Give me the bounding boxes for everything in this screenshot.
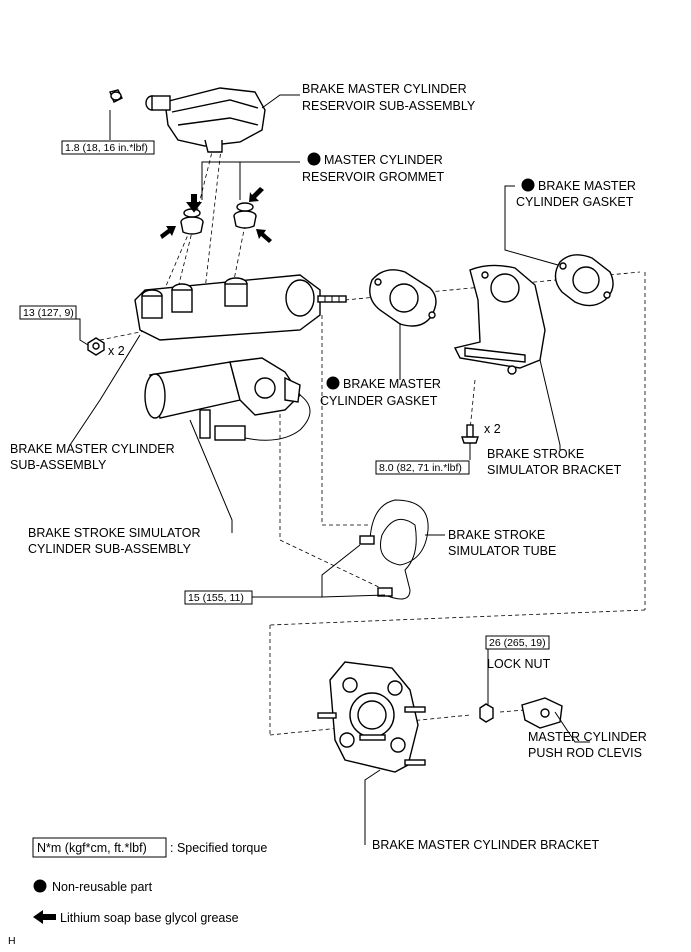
master-cylinder-sub-assembly [134,274,347,341]
grease-arrow-icon [160,187,272,243]
non-reusable-icon [521,178,535,192]
reservoir-grommet-left [180,208,204,235]
reservoir-bolt [109,89,123,103]
corner-code: H [8,935,16,947]
label-master-cyl-1: BRAKE MASTER CYLINDER [10,442,175,456]
torque-box-tube [184,590,253,605]
label-mc-bracket: BRAKE MASTER CYLINDER BRACKET [372,838,599,852]
torque-bracket: 8.0 (82, 71 in.*lbf) [379,462,462,474]
stroke-simulator-tube [359,499,429,600]
label-gasket-top-1: BRAKE MASTER [538,179,636,193]
legend-grease-arrow-icon [33,910,56,924]
bracket-bolt [461,424,479,444]
torque-box-reservoir [61,140,155,155]
label-grommet-2: RESERVOIR GROMMET [302,170,445,184]
label-gasket-top-2: CYLINDER GASKET [516,195,634,209]
label-reservoir-1: BRAKE MASTER CYLINDER [302,82,467,96]
leader-lines [69,94,590,845]
label-master-cyl-2: SUB-ASSEMBLY [10,458,107,472]
legend-torque-units: N*m (kgf*cm, ft.*lbf) [37,841,147,855]
reservoir-sub-assembly [145,87,266,153]
push-rod-clevis [521,697,563,729]
torque-mc-nut: 13 (127, 9) [23,307,74,319]
label-stroke-bracket-1: BRAKE STROKE [487,447,584,461]
torque-tube: 15 (155, 11) [188,592,244,604]
label-clevis-1: MASTER CYLINDER [528,730,647,744]
qty-bracket-bolt: x 2 [484,422,501,436]
reservoir-grommet-right [233,202,257,229]
torque-box-bracket [375,460,470,475]
non-reusable-icon [326,376,340,390]
label-grommet-1: MASTER CYLINDER [324,153,443,167]
cylinder-gasket-middle [369,269,437,327]
torque-reservoir: 1.8 (18, 16 in.*lbf) [65,142,148,154]
label-stroke-cyl-2: CYLINDER SUB-ASSEMBLY [28,542,192,556]
label-gasket-mid-2: CYLINDER GASKET [320,394,438,408]
label-clevis-2: PUSH ROD CLEVIS [528,746,642,760]
torque-box-lock-nut [485,635,550,650]
qty-mc-nut: x 2 [108,344,125,358]
label-lock-nut: LOCK NUT [487,657,551,671]
label-gasket-mid-1: BRAKE MASTER [343,377,441,391]
label-stroke-cyl-1: BRAKE STROKE SIMULATOR [28,526,201,540]
legend-non-reusable: Non-reusable part [52,880,153,894]
lock-nut [479,703,494,723]
master-cylinder-nut [87,337,105,356]
label-stroke-tube-2: SIMULATOR TUBE [448,544,556,558]
torque-lock-nut: 26 (265, 19) [489,637,546,649]
non-reusable-icon [307,152,321,166]
legend-torque-box [32,837,167,858]
legend: N*m (kgf*cm, ft.*lbf) : Specified torque… [8,837,267,947]
stroke-simulator-cylinder [144,357,311,441]
label-reservoir-2: RESERVOIR SUB-ASSEMBLY [302,99,476,113]
part-labels: BRAKE MASTER CYLINDER RESERVOIR SUB-ASSE… [10,82,647,852]
torque-box-mc-nut [19,305,77,320]
label-stroke-bracket-2: SIMULATOR BRACKET [487,463,622,477]
legend-torque-text: : Specified torque [170,841,267,855]
stroke-simulator-bracket [453,264,546,375]
label-stroke-tube-1: BRAKE STROKE [448,528,545,542]
master-cylinder-bracket [317,661,426,773]
torque-values: 1.8 (18, 16 in.*lbf) 13 (127, 9) x 2 x 2… [19,140,550,650]
legend-non-reusable-icon [33,879,47,893]
cylinder-gasket-top [554,254,614,307]
legend-grease: Lithium soap base glycol grease [60,911,239,925]
